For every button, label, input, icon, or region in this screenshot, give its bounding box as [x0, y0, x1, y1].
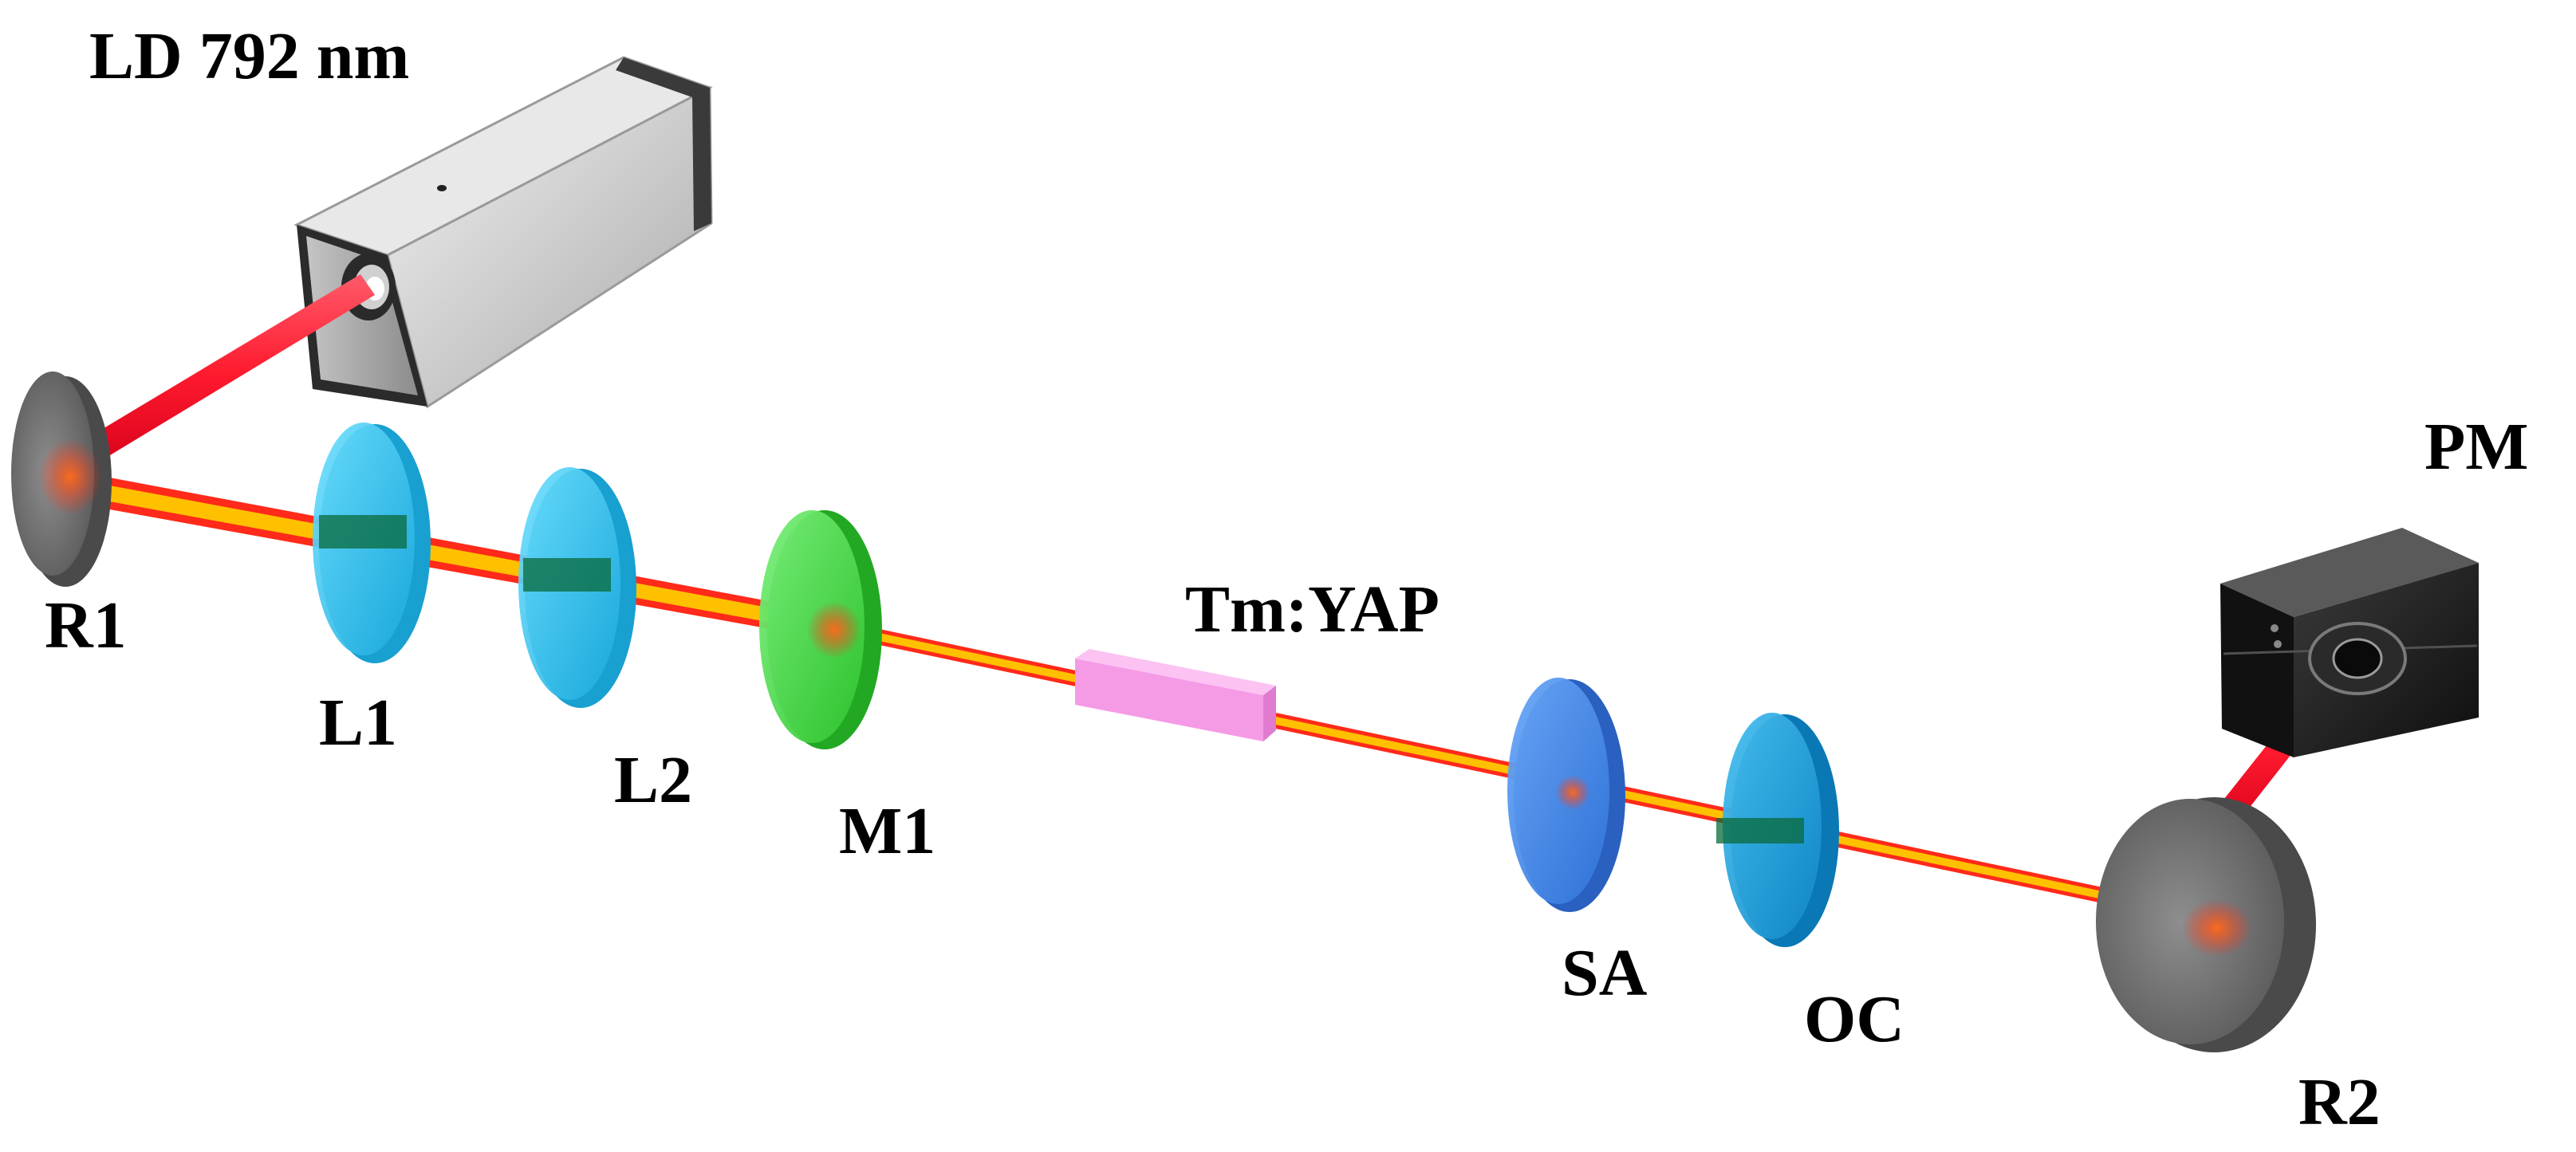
label-pm: PM: [2424, 410, 2529, 484]
laser-diode: [293, 56, 713, 409]
label-l1: L1: [319, 686, 397, 760]
label-laser-diode: LD 792 nm: [89, 19, 409, 93]
output-coupler: [1716, 713, 1839, 947]
label-r2: R2: [2298, 1065, 2381, 1139]
mirror-r1: [11, 372, 112, 587]
saturable-absorber: [1507, 678, 1625, 912]
lens-l1: [313, 423, 431, 663]
label-crystal: Tm:YAP: [1185, 572, 1440, 647]
pump-beam-ld-r1: [65, 274, 375, 474]
power-meter: [2220, 528, 2479, 757]
lens-l2: [518, 467, 636, 708]
label-l2: L2: [614, 743, 692, 817]
label-sa: SA: [1562, 936, 1648, 1010]
gain-crystal: [1075, 649, 1276, 741]
label-r1: R1: [45, 588, 127, 662]
mirror-r2: [2096, 797, 2316, 1052]
label-oc: OC: [1804, 982, 1904, 1056]
input-mirror-m1: [759, 510, 882, 749]
label-m1: M1: [839, 794, 935, 868]
